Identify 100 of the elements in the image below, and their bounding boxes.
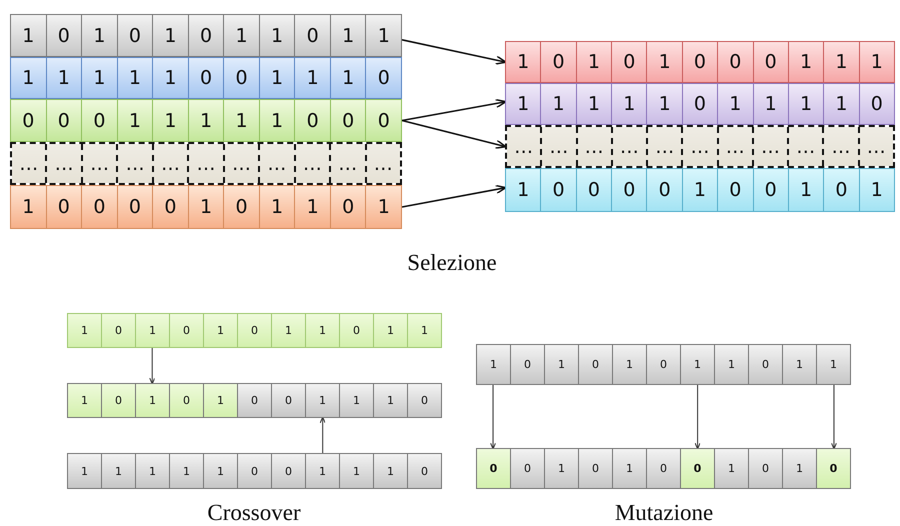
bit-value: … bbox=[12, 144, 46, 183]
bit-value: 0 bbox=[646, 345, 680, 384]
bit-value: 0 bbox=[510, 345, 544, 384]
bit-value: 1 bbox=[294, 58, 330, 98]
bit-value: 0 bbox=[237, 384, 271, 417]
bit-value: 1 bbox=[752, 84, 788, 124]
bit-value: … bbox=[576, 127, 611, 166]
bit-value: 0 bbox=[752, 42, 788, 82]
bit-value: 0 bbox=[576, 169, 612, 211]
bit-value: … bbox=[787, 127, 822, 166]
bit-value: … bbox=[187, 144, 223, 183]
bit-value: 0 bbox=[540, 169, 576, 211]
bit-value: … bbox=[45, 144, 81, 183]
bit-value: 1 bbox=[11, 15, 46, 56]
bit-value: 0 bbox=[823, 169, 859, 211]
bit-value: 1 bbox=[858, 169, 894, 211]
bit-value: 1 bbox=[646, 84, 682, 124]
bit-value: 1 bbox=[373, 454, 407, 488]
bit-value: 1 bbox=[258, 100, 294, 141]
bit-value: 1 bbox=[330, 58, 366, 98]
bit-value: 1 bbox=[823, 42, 859, 82]
bit-value: 0 bbox=[748, 449, 782, 488]
bit-value: 1 bbox=[116, 58, 152, 98]
bit-value: 1 bbox=[271, 314, 305, 347]
bit-value: 1 bbox=[782, 449, 816, 488]
bit-value: 1 bbox=[203, 314, 237, 347]
bit-value: 1 bbox=[576, 42, 612, 82]
bit-value: 1 bbox=[407, 314, 441, 347]
bit-value: 1 bbox=[258, 58, 294, 98]
bit-value: 1 bbox=[612, 449, 646, 488]
bit-value: 1 bbox=[506, 42, 540, 82]
bit-value: 0 bbox=[365, 100, 402, 141]
bit-value: 1 bbox=[203, 384, 237, 417]
bit-value: 1 bbox=[152, 15, 188, 56]
bit-value: 0 bbox=[330, 186, 366, 228]
bit-value: 1 bbox=[223, 15, 259, 56]
bit-value: 1 bbox=[680, 345, 714, 384]
bit-value: 0 bbox=[188, 58, 224, 98]
bit-value: 1 bbox=[152, 100, 188, 141]
bit-value: … bbox=[222, 144, 258, 183]
bit-value: … bbox=[822, 127, 858, 166]
bit-value: 0 bbox=[46, 186, 82, 228]
bit-value: 1 bbox=[258, 186, 294, 228]
bit-value: 0 bbox=[578, 449, 612, 488]
bit-value: 1 bbox=[782, 345, 816, 384]
bit-value: 0 bbox=[169, 384, 203, 417]
arrow bbox=[830, 384, 837, 450]
bit-value: 1 bbox=[68, 384, 101, 417]
bit-string-row bbox=[67, 313, 442, 348]
arrow bbox=[402, 39, 507, 65]
bit-string-row bbox=[505, 168, 895, 212]
bit-value: 1 bbox=[135, 384, 169, 417]
arrow bbox=[402, 184, 507, 208]
bit-value: 0 bbox=[646, 449, 680, 488]
bit-value: 1 bbox=[646, 42, 682, 82]
bit-string-row bbox=[10, 99, 402, 142]
bit-value: 0 bbox=[540, 42, 576, 82]
bit-value: 1 bbox=[169, 454, 203, 488]
bit-value: 1 bbox=[506, 84, 540, 124]
bit-value: 1 bbox=[823, 84, 859, 124]
bit-value: 1 bbox=[11, 186, 46, 228]
arrow bbox=[694, 384, 701, 450]
bit-value: 1 bbox=[373, 314, 407, 347]
bit-value: 1 bbox=[373, 384, 407, 417]
bit-value: 1 bbox=[858, 42, 894, 82]
bit-value: 0 bbox=[816, 449, 850, 488]
bit-string-row bbox=[505, 41, 895, 83]
bit-value: 0 bbox=[101, 384, 135, 417]
section-caption: Selezione bbox=[407, 250, 497, 276]
bit-string-row bbox=[476, 448, 851, 489]
bit-value: 1 bbox=[682, 169, 718, 211]
bit-value: 1 bbox=[506, 169, 540, 211]
bit-value: 1 bbox=[611, 84, 646, 124]
bit-value: 1 bbox=[258, 15, 294, 56]
bit-string-row bbox=[67, 383, 442, 418]
bit-value: 1 bbox=[544, 449, 578, 488]
bit-value: … bbox=[752, 127, 788, 166]
arrow bbox=[402, 120, 507, 149]
bit-value: … bbox=[610, 127, 646, 166]
bit-value: 1 bbox=[11, 58, 46, 98]
bit-value: 0 bbox=[223, 58, 259, 98]
bit-string-row bbox=[10, 142, 402, 185]
bit-value: 1 bbox=[81, 15, 117, 56]
bit-value: 1 bbox=[339, 454, 373, 488]
bit-value: … bbox=[258, 144, 294, 183]
bit-value: 1 bbox=[135, 314, 169, 347]
bit-string-row bbox=[67, 453, 442, 489]
bit-value: 0 bbox=[188, 15, 224, 56]
bit-value: 0 bbox=[646, 169, 682, 211]
bit-value: 0 bbox=[81, 100, 117, 141]
bit-value: 0 bbox=[271, 384, 305, 417]
bit-string-row bbox=[476, 344, 851, 385]
bit-value: 1 bbox=[788, 84, 824, 124]
bit-value: 1 bbox=[81, 58, 117, 98]
bit-value: 1 bbox=[294, 186, 330, 228]
bit-value: … bbox=[80, 144, 116, 183]
bit-value: 1 bbox=[116, 100, 152, 141]
bit-string-row bbox=[505, 83, 895, 125]
bit-value: 1 bbox=[305, 314, 339, 347]
bit-value: 0 bbox=[81, 186, 117, 228]
